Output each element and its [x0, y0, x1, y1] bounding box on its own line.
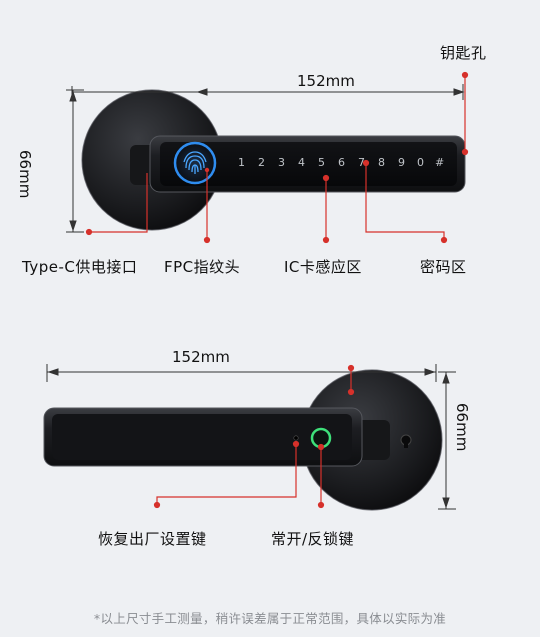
top-height-dimension	[66, 89, 84, 233]
keypad-key: #	[435, 156, 445, 169]
keypad-key: 0	[417, 156, 424, 169]
footnote: *以上尺寸手工测量，稍许误差属于正常范围，具体以实际为准	[93, 611, 447, 626]
keypad-key: 8	[378, 156, 385, 169]
bottom-width-label: 152mm	[172, 348, 230, 366]
bottom-lock	[43, 369, 443, 511]
keypad-key: 3	[278, 156, 285, 169]
typec-label: Type-C供电接口	[22, 258, 138, 276]
fpc-label: FPC指纹头	[164, 258, 241, 276]
normally-open-label: 常开/反锁键	[271, 530, 355, 548]
bottom-height-dimension	[438, 371, 456, 510]
keypad-key: 4	[298, 156, 305, 169]
top-width-label: 152mm	[297, 72, 355, 90]
bottom-callouts	[153, 364, 355, 509]
top-callouts	[85, 71, 469, 244]
bottom-panel	[52, 414, 352, 460]
keypad-key: 6	[338, 156, 345, 169]
fingerprint-sensor	[173, 141, 217, 185]
reset-hole	[293, 435, 299, 441]
top-lock	[81, 89, 466, 231]
keypad-label: 密码区	[420, 258, 467, 276]
keypad-key: 1	[238, 156, 245, 169]
keypad-key: 9	[398, 156, 405, 169]
top-width-dimension	[71, 84, 465, 100]
bottom-height-label: 66mm	[453, 403, 471, 452]
bottom-width-dimension	[46, 364, 437, 382]
keypad-key: 2	[258, 156, 265, 169]
ic-label: IC卡感应区	[284, 258, 362, 276]
top-panel	[160, 142, 457, 186]
keypad-key: 7	[358, 156, 365, 169]
fingerprint-icon	[183, 151, 207, 174]
keypad-key: 5	[318, 156, 325, 169]
reset-label: 恢复出厂设置键	[98, 530, 207, 548]
top-height-label: 66mm	[16, 150, 34, 199]
keyhole-label: 钥匙孔	[440, 44, 487, 62]
